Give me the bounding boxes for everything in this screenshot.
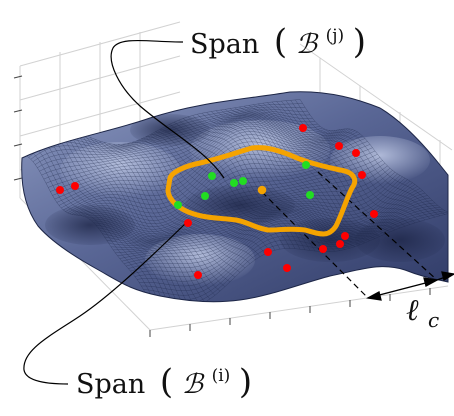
span-j-basis: ℬ xyxy=(296,29,319,60)
span-j-word: Span xyxy=(190,29,259,60)
svg-text:Span ( ℬ (j): Span ( ℬ (j) ) xyxy=(190,17,366,62)
span-j-open: ( xyxy=(274,22,287,62)
mesh-line xyxy=(141,206,441,291)
projection-lines xyxy=(261,171,438,299)
axis-ticks xyxy=(13,75,431,337)
mesh-line xyxy=(290,100,441,216)
neighborhood-contour xyxy=(165,145,358,237)
point-inside xyxy=(201,192,209,200)
point-outside xyxy=(283,264,291,272)
point-inside xyxy=(208,172,216,180)
span-i-close: ) xyxy=(239,362,252,402)
random-field-surface xyxy=(21,91,449,303)
point-outside xyxy=(71,182,79,190)
point-outside xyxy=(352,149,360,157)
leader-line-j xyxy=(110,39,225,179)
mesh-line xyxy=(267,102,416,224)
length-subscript: c xyxy=(428,308,439,332)
point-outside xyxy=(264,248,272,256)
point-outside xyxy=(184,219,192,227)
mesh-line xyxy=(271,101,421,222)
axis-grid xyxy=(19,21,453,331)
point-outside xyxy=(335,142,343,150)
label-span-j: Span ( ℬ (j) ) xyxy=(190,17,366,62)
mesh-line xyxy=(285,100,436,218)
mesh-line xyxy=(136,202,436,282)
point-inside xyxy=(230,179,238,187)
sample-points xyxy=(56,124,378,279)
span-i-basis: ℬ xyxy=(182,369,205,400)
mesh-line xyxy=(143,208,443,296)
leader-line-i xyxy=(23,221,188,385)
label-length-scale: ℓ c xyxy=(406,293,439,332)
point-center xyxy=(257,185,267,195)
svg-text:Span ( ℬ (i): Span ( ℬ (i) ) xyxy=(76,357,252,402)
span-j-close: ) xyxy=(353,22,366,62)
mesh-line xyxy=(262,103,411,225)
mesh-line xyxy=(132,197,431,274)
span-i-open: ( xyxy=(160,362,173,402)
mesh-line xyxy=(299,99,449,214)
length-arrow xyxy=(366,271,454,301)
point-outside xyxy=(341,232,349,240)
point-inside xyxy=(306,191,314,199)
span-i-word: Span xyxy=(76,369,145,400)
mesh-line xyxy=(281,100,431,219)
mesh-line xyxy=(128,192,426,269)
point-outside xyxy=(319,245,327,253)
mesh-line xyxy=(276,101,426,221)
mesh-line xyxy=(149,212,449,302)
point-inside xyxy=(302,161,310,169)
span-i-sup: (i) xyxy=(212,366,231,386)
point-outside xyxy=(299,124,307,132)
mesh-line xyxy=(134,200,433,277)
point-outside xyxy=(194,271,202,279)
span-j-sup: (j) xyxy=(326,26,345,46)
point-outside xyxy=(56,186,64,194)
label-span-i: Span ( ℬ (i) ) xyxy=(76,357,252,402)
mesh-line xyxy=(295,99,446,215)
point-outside xyxy=(358,171,366,179)
mesh-line xyxy=(130,195,428,272)
length-symbol: ℓ xyxy=(406,293,419,328)
point-inside xyxy=(239,177,247,185)
svg-text:ℓ c: ℓ c xyxy=(406,293,439,332)
mesh-line xyxy=(145,210,446,301)
point-outside xyxy=(370,210,378,218)
point-outside xyxy=(336,240,344,248)
point-inside xyxy=(174,201,182,209)
